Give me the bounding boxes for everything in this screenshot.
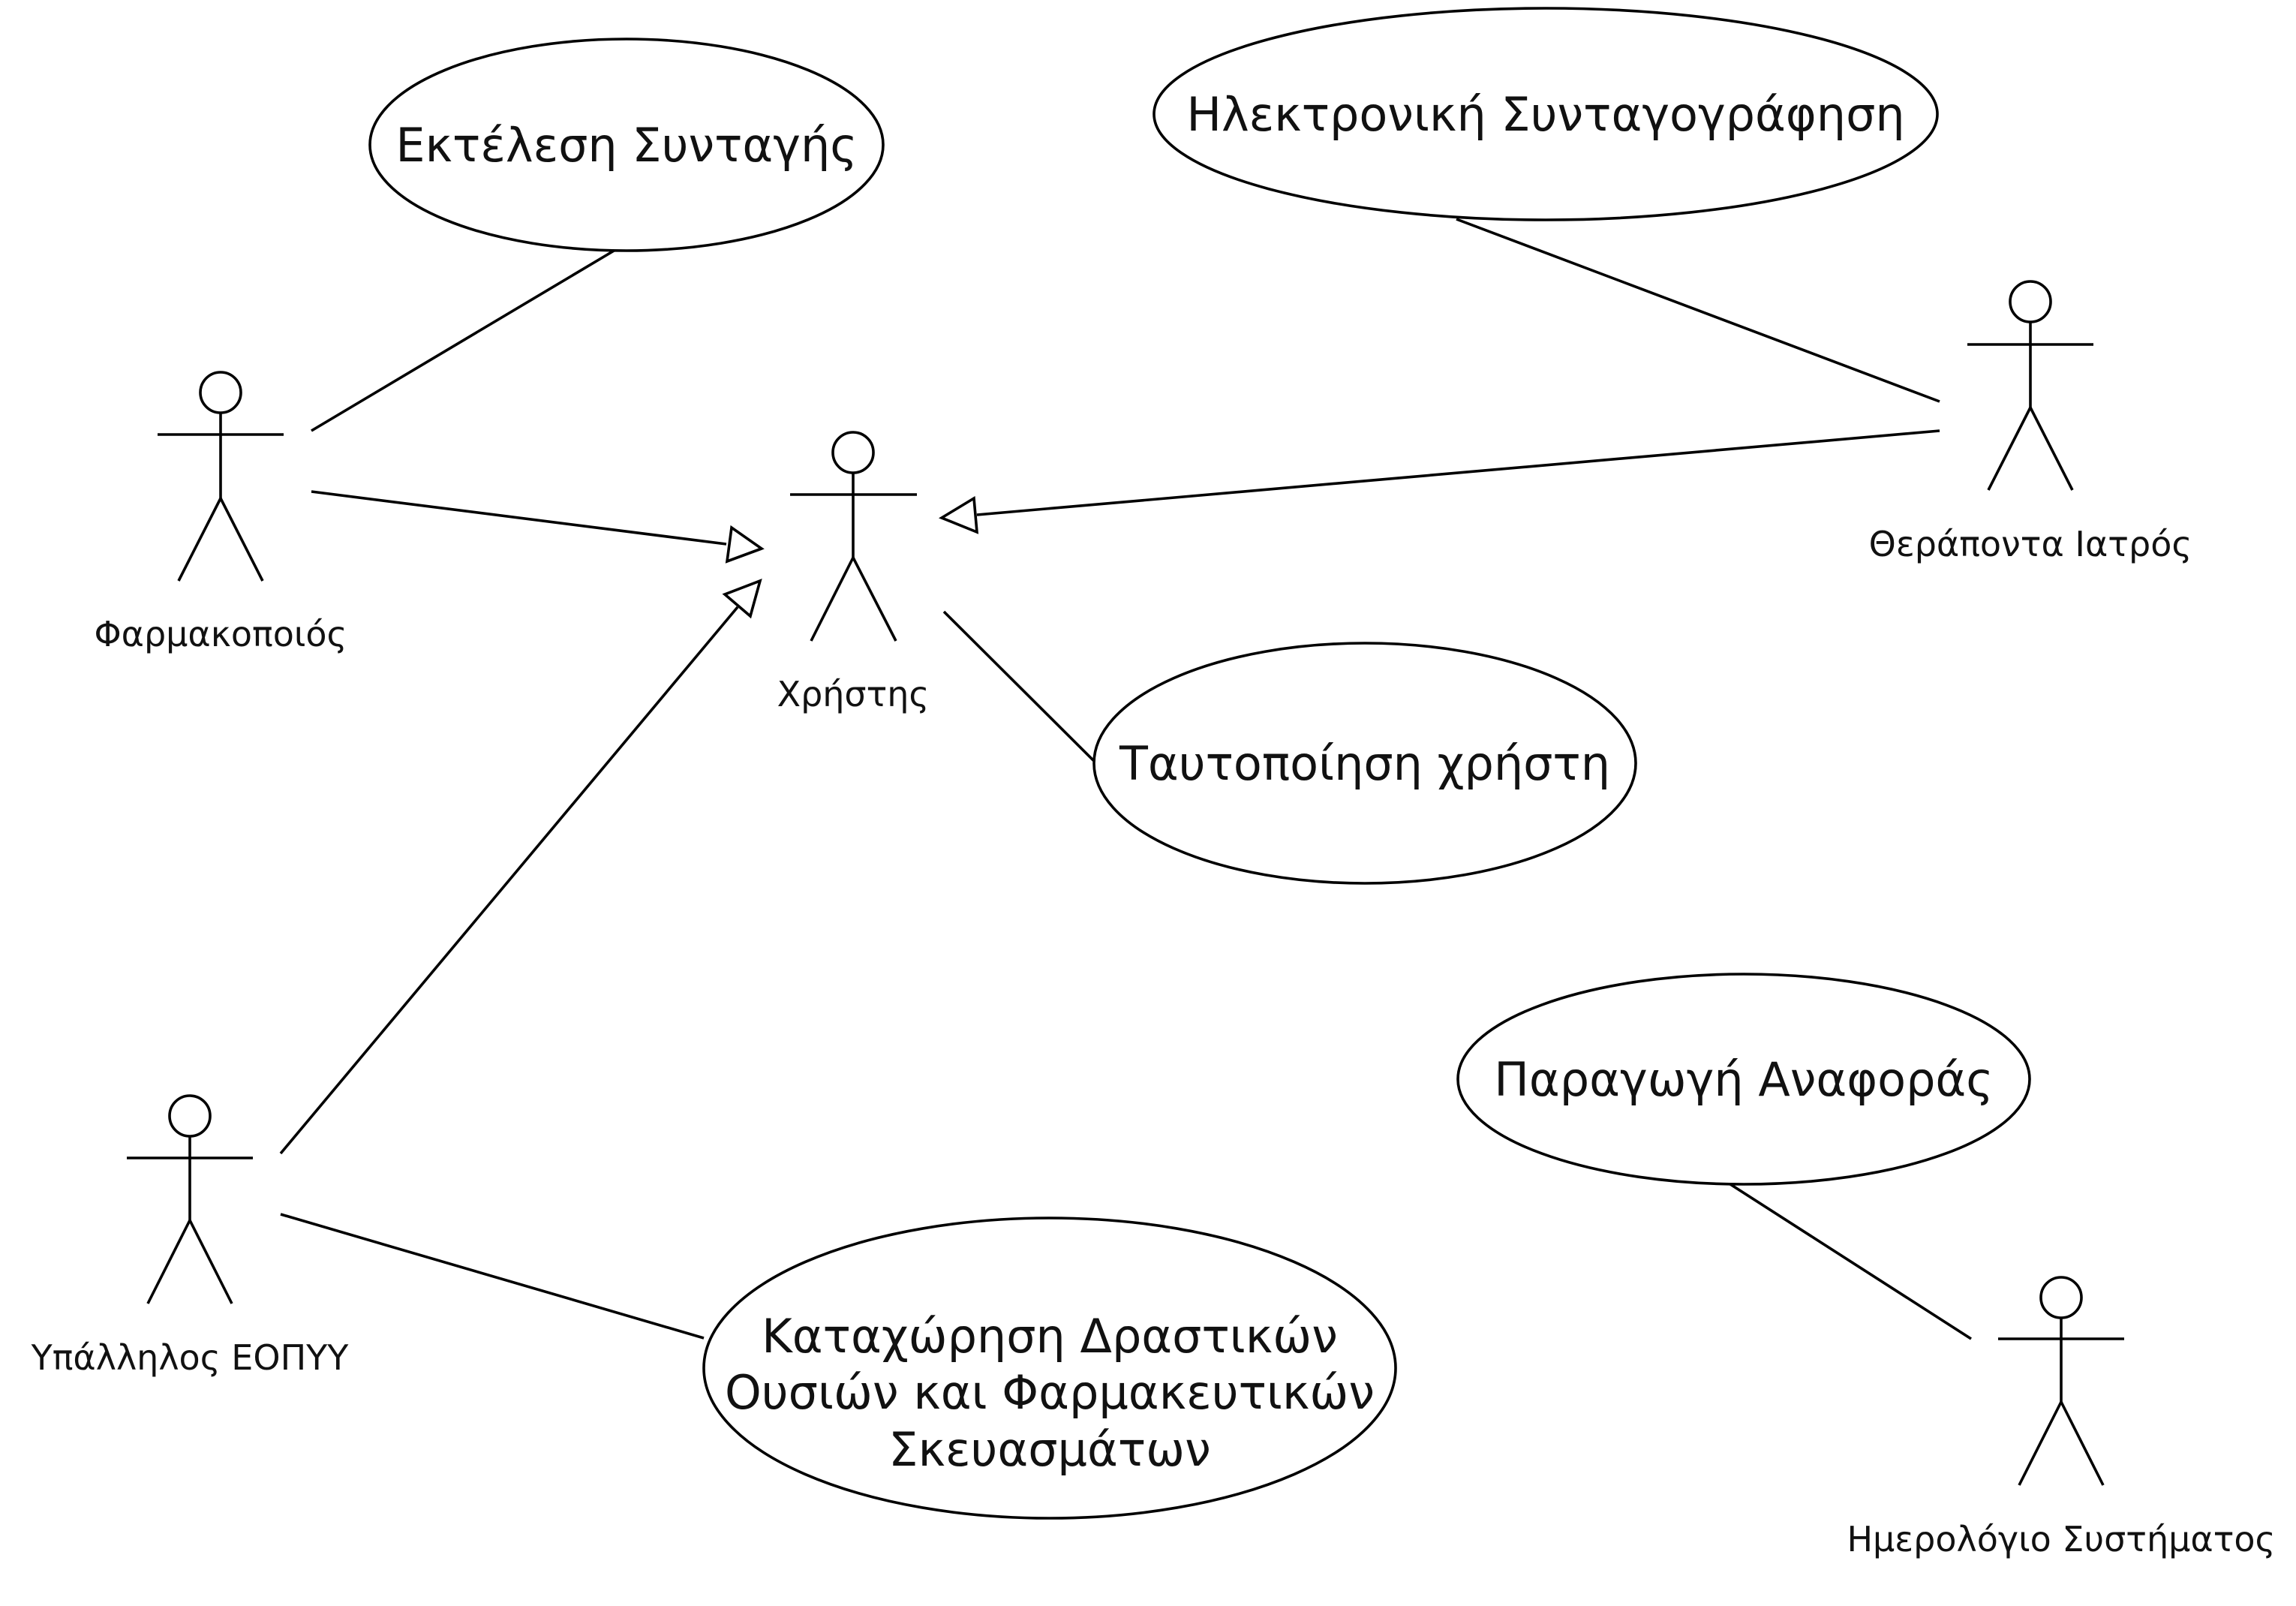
use-case-electronic-prescribing[interactable]: Ηλεκτρονική Συνταγογράφηση [1153,7,1939,221]
generalization-arrowhead-pharmacist-user [725,525,765,564]
association-eopyy-substances-registration [280,1213,705,1340]
association-system-log-report-generation [1730,1183,1972,1340]
use-case-substances-registration[interactable]: Καταχώρηση Δραστικών Ουσιών και Φαρμακευ… [702,1217,1397,1520]
actor-eopyy-employee[interactable]: Υπάλληλος ΕΟΠΥΥ [31,1094,350,1378]
actor-label: Ημερολόγιο Συστήματος [1847,1519,2275,1559]
stick-figure-icon [1998,1276,2124,1486]
actor-label: Υπάλληλος ΕΟΠΥΥ [31,1337,350,1378]
stick-figure-icon [790,431,917,642]
actor-label: Χρήστης [777,674,930,714]
association-doctor-electronic-prescribing [1456,218,1940,403]
generalization-line-eopyy-user [279,606,739,1155]
actor-label: Θεράποντα Ιατρός [1869,524,2192,564]
actor-doctor[interactable]: Θεράποντα Ιατρός [1869,280,2192,564]
stick-figure-icon [1967,280,2093,491]
stick-figure-icon [158,371,284,582]
use-case-label: Ταυτοποίηση χρήστη [1119,736,1610,791]
actor-label: Φαρμακοποιός [94,614,347,654]
generalization-arrowhead-doctor-user [938,495,979,534]
use-case-label-line-2: Ουσιών και Φαρμακευτικών [725,1365,1375,1420]
use-case-label: Εκτέλεση Συνταγής [395,118,857,173]
actor-pharmacist[interactable]: Φαρμακοποιός [94,371,347,654]
use-case-user-authentication[interactable]: Ταυτοποίηση χρήστη [1092,642,1637,885]
use-case-label: Παραγωγή Αναφοράς [1494,1052,1993,1107]
generalization-arrowhead-eopyy-user [722,579,762,619]
stick-figure-icon [127,1094,253,1304]
association-user-authentication [942,610,1098,765]
use-case-report-generation[interactable]: Παραγωγή Αναφοράς [1456,973,2031,1186]
use-case-label: Ηλεκτρονική Συνταγογράφηση [1186,87,1904,142]
generalization-line-doctor-user [976,429,1940,516]
use-case-label-line-3: Σκευασμάτων [888,1422,1210,1477]
actor-system-log[interactable]: Ημερολόγιο Συστήματος [1847,1276,2276,1559]
generalization-line-pharmacist-user [311,490,727,546]
actor-user[interactable]: Χρήστης [777,431,930,714]
use-case-prescription-execution[interactable]: Εκτέλεση Συνταγής [368,38,885,252]
use-case-label-line-1: Καταχώρηση Δραστικών [762,1309,1338,1364]
association-pharmacist-prescription-execution [311,248,616,432]
